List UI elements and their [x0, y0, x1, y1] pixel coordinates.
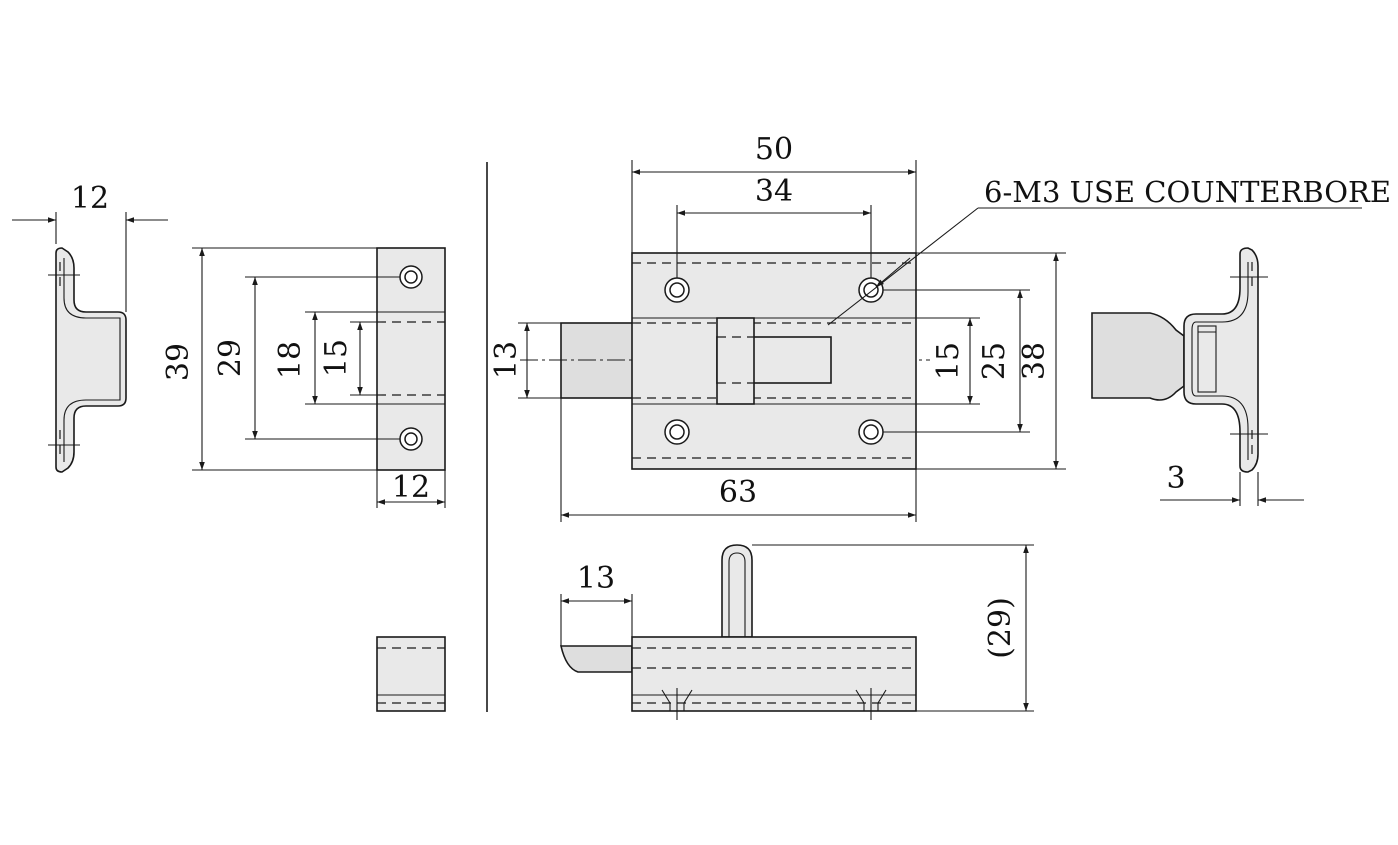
dim-body-length: 50: [755, 132, 793, 167]
dim-keeper-slot-outer: 18: [273, 341, 308, 379]
bolt-handle: [716, 317, 755, 405]
dim-keeper-hole-pitch: 29: [213, 339, 248, 377]
dim-keeper-slot-inner: 15: [319, 339, 354, 377]
dim-body-hole-pitch-vertical: 25: [977, 342, 1012, 380]
dim-body-hole-pitch: 34: [755, 174, 793, 209]
dim-slot-inner: 15: [931, 342, 966, 380]
dim-body-height: 38: [1017, 342, 1052, 380]
dim-bolt-diameter: 13: [489, 341, 524, 379]
dim-overall-length: 63: [719, 475, 757, 510]
keeper-front-view: 39 29 18 15 12: [161, 247, 446, 508]
dim-plate-thickness: 3: [1166, 461, 1185, 496]
dim-overall-height: (29): [983, 597, 1018, 659]
dim-bolt-extension: 13: [577, 561, 615, 596]
keeper-bottom-view: [376, 636, 446, 712]
dim-keeper-side-depth: 12: [71, 181, 109, 216]
latch-body-front-view: 50 34 6-M3 USE COUNTERBORE 13 15 25 38: [489, 132, 1391, 522]
bolt-knob: [721, 544, 753, 638]
latch-bottom-view: 13 (29): [559, 544, 1034, 720]
dim-keeper-height: 39: [161, 343, 196, 381]
dim-keeper-width: 12: [392, 470, 430, 505]
keeper-side-view: 12: [12, 181, 168, 473]
counterbore-note: 6-M3 USE COUNTERBORE: [984, 175, 1391, 209]
latch-side-view: 3: [1091, 247, 1304, 506]
